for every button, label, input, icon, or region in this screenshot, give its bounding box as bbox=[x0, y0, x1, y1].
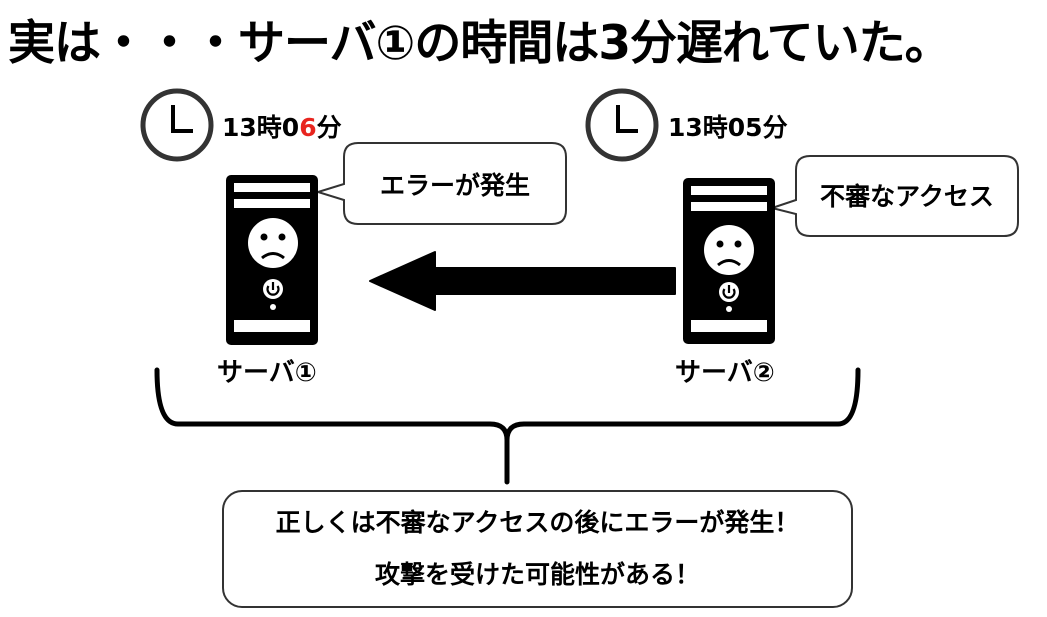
conclusion-line-2: 攻撃を受けた可能性がある！ bbox=[374, 560, 700, 589]
server-icon-left bbox=[226, 175, 318, 345]
brace-connector bbox=[154, 367, 861, 485]
page-title: 実は・・・サーバ①の時間は3分遅れていた。 bbox=[8, 16, 952, 71]
server-icon-right bbox=[683, 178, 775, 344]
bubble-left-text: エラーが発生 bbox=[379, 171, 530, 200]
clock-icon-left bbox=[140, 88, 214, 162]
time-left-changed-digit: 6 bbox=[299, 113, 317, 142]
time-left: 13時06分 bbox=[222, 108, 342, 144]
bubble-right-text: 不審なアクセス bbox=[820, 182, 994, 211]
sad-face-icon-left bbox=[260, 233, 286, 260]
time-left-suffix: 分 bbox=[316, 113, 342, 142]
sad-face-icon-right bbox=[716, 240, 742, 267]
server-label-right: サーバ② bbox=[675, 358, 775, 388]
conclusion-box: 正しくは不審なアクセスの後にエラーが発生！ 攻撃を受けた可能性がある！ bbox=[222, 490, 853, 608]
time-left-prefix: 13時0 bbox=[222, 113, 300, 142]
clock-icon-right bbox=[585, 88, 659, 162]
conclusion-line-1: 正しくは不審なアクセスの後にエラーが発生！ bbox=[275, 508, 800, 537]
speech-bubble-left bbox=[314, 142, 567, 225]
speech-bubble-right bbox=[768, 155, 1019, 237]
server-label-left: サーバ① bbox=[217, 358, 317, 388]
time-right: 13時05分 bbox=[668, 113, 788, 142]
arrow-right-to-left bbox=[369, 251, 676, 311]
